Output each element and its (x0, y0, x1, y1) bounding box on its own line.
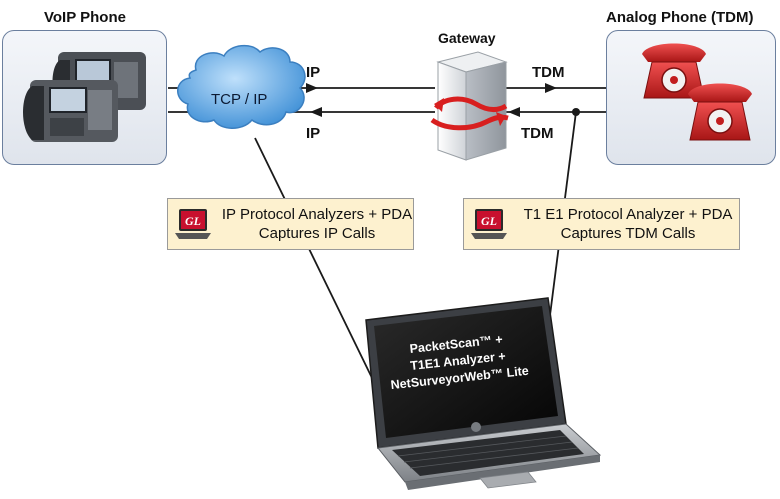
ip-analyzer-callout: GL IP Protocol Analyzers + PDA Captures … (167, 198, 414, 250)
tcp-ip-cloud-icon (177, 44, 306, 129)
tdm-callout-line2: Captures TDM Calls (560, 225, 696, 242)
gl-laptop-icon: GL (471, 209, 507, 239)
tdm-analyzer-callout: GL T1 E1 Protocol Analyzer + PDA Capture… (463, 198, 740, 250)
voip-phone-title: VoIP Phone (44, 9, 126, 26)
analog-phones-icon (642, 43, 752, 141)
tdm-arrow-bottom (508, 107, 520, 117)
voip-phones-icon (23, 52, 146, 142)
tdm-label-top: TDM (532, 64, 565, 81)
gateway-title: Gateway (438, 30, 496, 46)
ip-callout-line2: Captures IP Calls (258, 225, 376, 242)
ip-callout-line1: IP Protocol Analyzers + PDA (221, 206, 413, 223)
gl-laptop-icon: GL (175, 209, 211, 239)
tdm-callout-line1: T1 E1 Protocol Analyzer + PDA (523, 206, 733, 223)
hp-logo-icon (471, 422, 481, 432)
svg-text:GL: GL (481, 214, 497, 228)
gateway-cube-icon (430, 51, 509, 161)
analog-phone-title: Analog Phone (TDM) (606, 9, 754, 26)
laptop-icon (365, 297, 602, 490)
svg-text:GL: GL (185, 214, 201, 228)
tdm-label-bottom: TDM (521, 125, 554, 142)
ip-label-bottom: IP (306, 125, 321, 142)
cloud-label: TCP / IP (211, 91, 268, 108)
ip-label-top: IP (306, 64, 321, 81)
tdm-arrow-top (545, 83, 557, 93)
ip-arrow-top (306, 83, 318, 93)
ip-arrow-bottom (310, 107, 322, 117)
ip-tap-line (254, 137, 374, 381)
